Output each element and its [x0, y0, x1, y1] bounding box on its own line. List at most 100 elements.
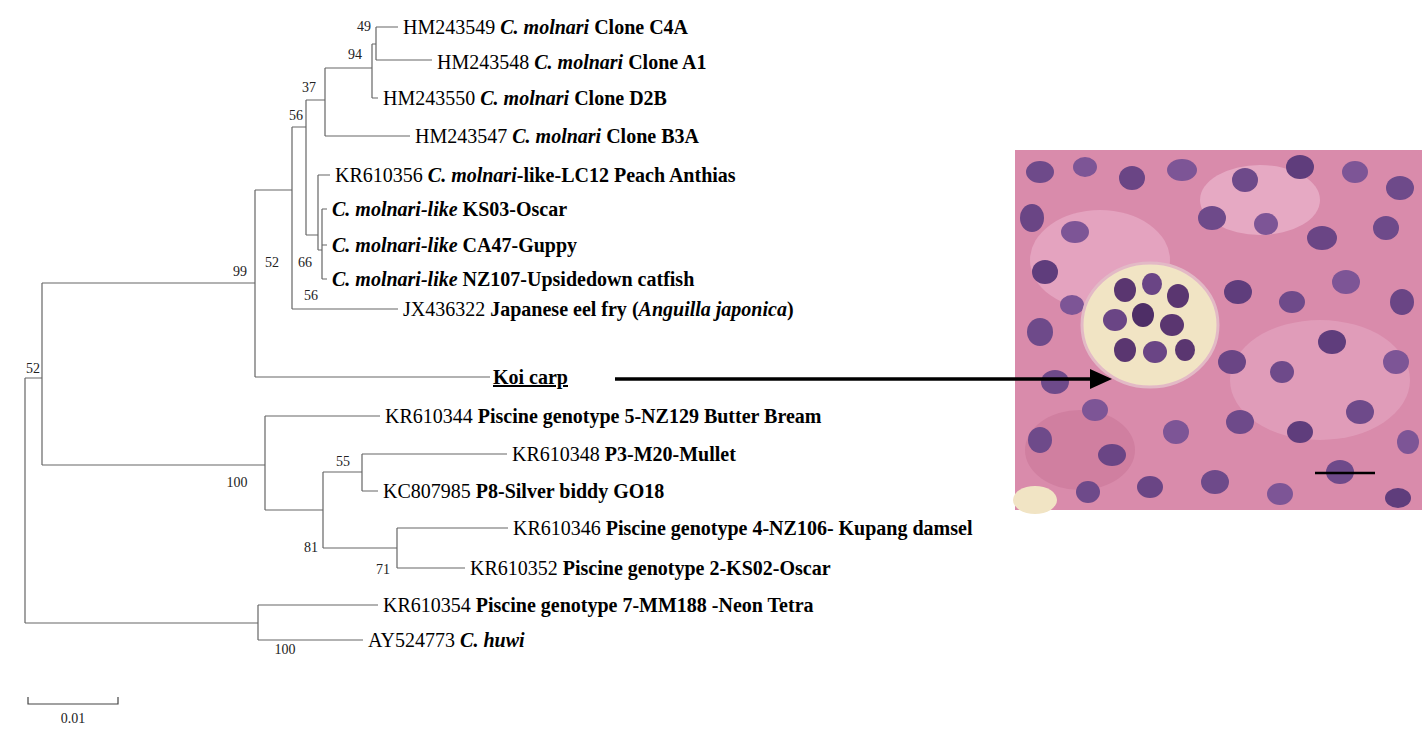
taxon-label: KR610354Piscine genotype 7-MM188 -Neon T… — [383, 593, 814, 617]
nucleus — [1119, 166, 1145, 190]
nucleus — [1218, 350, 1246, 374]
nucleus — [1032, 260, 1058, 284]
nucleus — [1232, 168, 1258, 192]
taxon-name: Japanese eel fry — [490, 297, 627, 321]
bootstrap-value: 49 — [357, 19, 371, 35]
taxon-name: C. huwi — [460, 628, 524, 652]
nucleus — [1041, 370, 1069, 394]
taxon-label: HM243547C. molnariClone B3A — [415, 124, 699, 148]
taxon-name: Clone A1 — [628, 50, 706, 74]
accession-number: HM243547 — [415, 124, 507, 148]
taxon-name: C. molnari — [480, 86, 569, 110]
pointer-arrowhead — [1090, 369, 1112, 389]
accession-number: JX436322 — [403, 297, 485, 321]
taxon-name: ) — [787, 297, 794, 321]
taxon-label: HM243548C. molnariClone A1 — [437, 50, 707, 74]
nucleus — [1390, 289, 1414, 315]
accession-number: KR610348 — [512, 442, 600, 466]
taxon-label: C. molnari-likeKS03-Oscar — [332, 197, 567, 221]
nucleus — [1307, 226, 1337, 250]
taxon-name: -like-LC12 Peach Anthias — [517, 163, 736, 187]
nucleus — [1027, 318, 1053, 346]
nucleus — [1198, 206, 1226, 230]
cyst-nucleus — [1114, 338, 1136, 362]
nucleus — [1060, 295, 1084, 315]
bootstrap-value: 56 — [304, 288, 318, 304]
bootstrap-value: 55 — [336, 454, 350, 470]
taxon-name: C. molnari — [512, 124, 601, 148]
accession-number: HM243550 — [383, 86, 475, 110]
taxon-name: Clone D2B — [574, 86, 667, 110]
tissue-ground — [1015, 150, 1422, 510]
taxon-label: KR610348P3-M20-Mullet — [512, 442, 736, 466]
taxon-name: Piscine genotype 5-NZ129 Butter Bream — [478, 404, 822, 428]
micrograph-scale-bar — [1315, 472, 1375, 475]
nucleus — [1267, 483, 1293, 505]
taxon-name: Piscine genotype 2-KS02-Oscar — [563, 556, 831, 580]
nucleus — [1386, 176, 1414, 200]
accession-number: KC807985 — [383, 479, 471, 503]
nucleus — [1201, 470, 1229, 494]
nucleus — [1373, 216, 1399, 240]
pointer-arrow — [615, 377, 1094, 381]
nucleus — [1098, 444, 1126, 466]
nucleus — [1342, 161, 1368, 183]
nucleus — [1254, 213, 1278, 235]
cyst-nucleus — [1175, 339, 1195, 361]
accession-number: KR610344 — [385, 404, 473, 428]
nucleus — [1020, 204, 1044, 232]
accession-number: KR610352 — [470, 556, 558, 580]
scale-label: 0.01 — [61, 711, 86, 727]
accession-number: KR610356 — [335, 163, 423, 187]
nucleus — [1397, 430, 1419, 454]
taxon-name: Piscine genotype 7-MM188 -Neon Tetra — [476, 593, 814, 617]
nucleus — [1287, 421, 1313, 443]
cyst-nucleus — [1167, 284, 1189, 308]
nucleus — [1061, 221, 1089, 243]
tree-branches — [25, 27, 508, 640]
nucleus — [1167, 159, 1197, 181]
taxon-name: C. molnari-like — [332, 233, 458, 257]
taxon-label: Koi carp — [493, 365, 568, 389]
bootstrap-value: 100 — [227, 475, 248, 491]
accession-number: KR610346 — [513, 516, 601, 540]
bootstrap-value: 94 — [348, 47, 362, 63]
bootstrap-value: 66 — [298, 255, 312, 271]
taxon-name: P3-M20-Mullet — [605, 442, 736, 466]
tissue-patch — [1025, 410, 1135, 490]
nucleus — [1163, 420, 1189, 444]
cyst — [1013, 486, 1057, 514]
nucleus — [1028, 427, 1052, 453]
nucleus — [1026, 161, 1054, 183]
cyst-nucleus — [1143, 341, 1167, 363]
taxon-name: C. molnari — [500, 15, 589, 39]
taxon-name: C. molnari — [534, 50, 623, 74]
taxon-name: NZ107-Upsidedown catfish — [463, 267, 695, 291]
accession-number: HM243548 — [437, 50, 529, 74]
taxon-label: KR610356C. molnari-like-LC12 Peach Anthi… — [335, 163, 736, 187]
bootstrap-value: 37 — [302, 80, 316, 96]
bootstrap-value: 52 — [265, 255, 279, 271]
taxon-label: AY524773C. huwi — [368, 628, 525, 652]
nucleus — [1383, 350, 1409, 374]
nucleus — [1385, 488, 1411, 508]
taxon-label: C. molnari-likeNZ107-Upsidedown catfish — [332, 267, 694, 291]
cyst-nucleus — [1142, 273, 1162, 295]
taxon-name: ( — [632, 297, 639, 321]
taxon-label: C. molnari-likeCA47-Guppy — [332, 233, 577, 257]
taxon-label: KC807985P8-Silver biddy GO18 — [383, 479, 664, 503]
taxon-label: KR610352Piscine genotype 2-KS02-Oscar — [470, 556, 831, 580]
bootstrap-value: 99 — [233, 264, 247, 280]
nucleus — [1076, 481, 1100, 503]
bootstrap-value: 81 — [304, 540, 318, 556]
taxon-name: P8-Silver biddy GO18 — [476, 479, 665, 503]
nucleus — [1082, 399, 1108, 421]
taxon-name: Clone B3A — [606, 124, 699, 148]
taxon-label: JX436322Japanese eel fry(Anguilla japoni… — [403, 297, 794, 321]
scale-bar — [28, 697, 118, 704]
nucleus — [1073, 157, 1097, 177]
cyst-nucleus — [1132, 303, 1154, 327]
taxon-name: Anguilla japonica — [639, 297, 787, 321]
